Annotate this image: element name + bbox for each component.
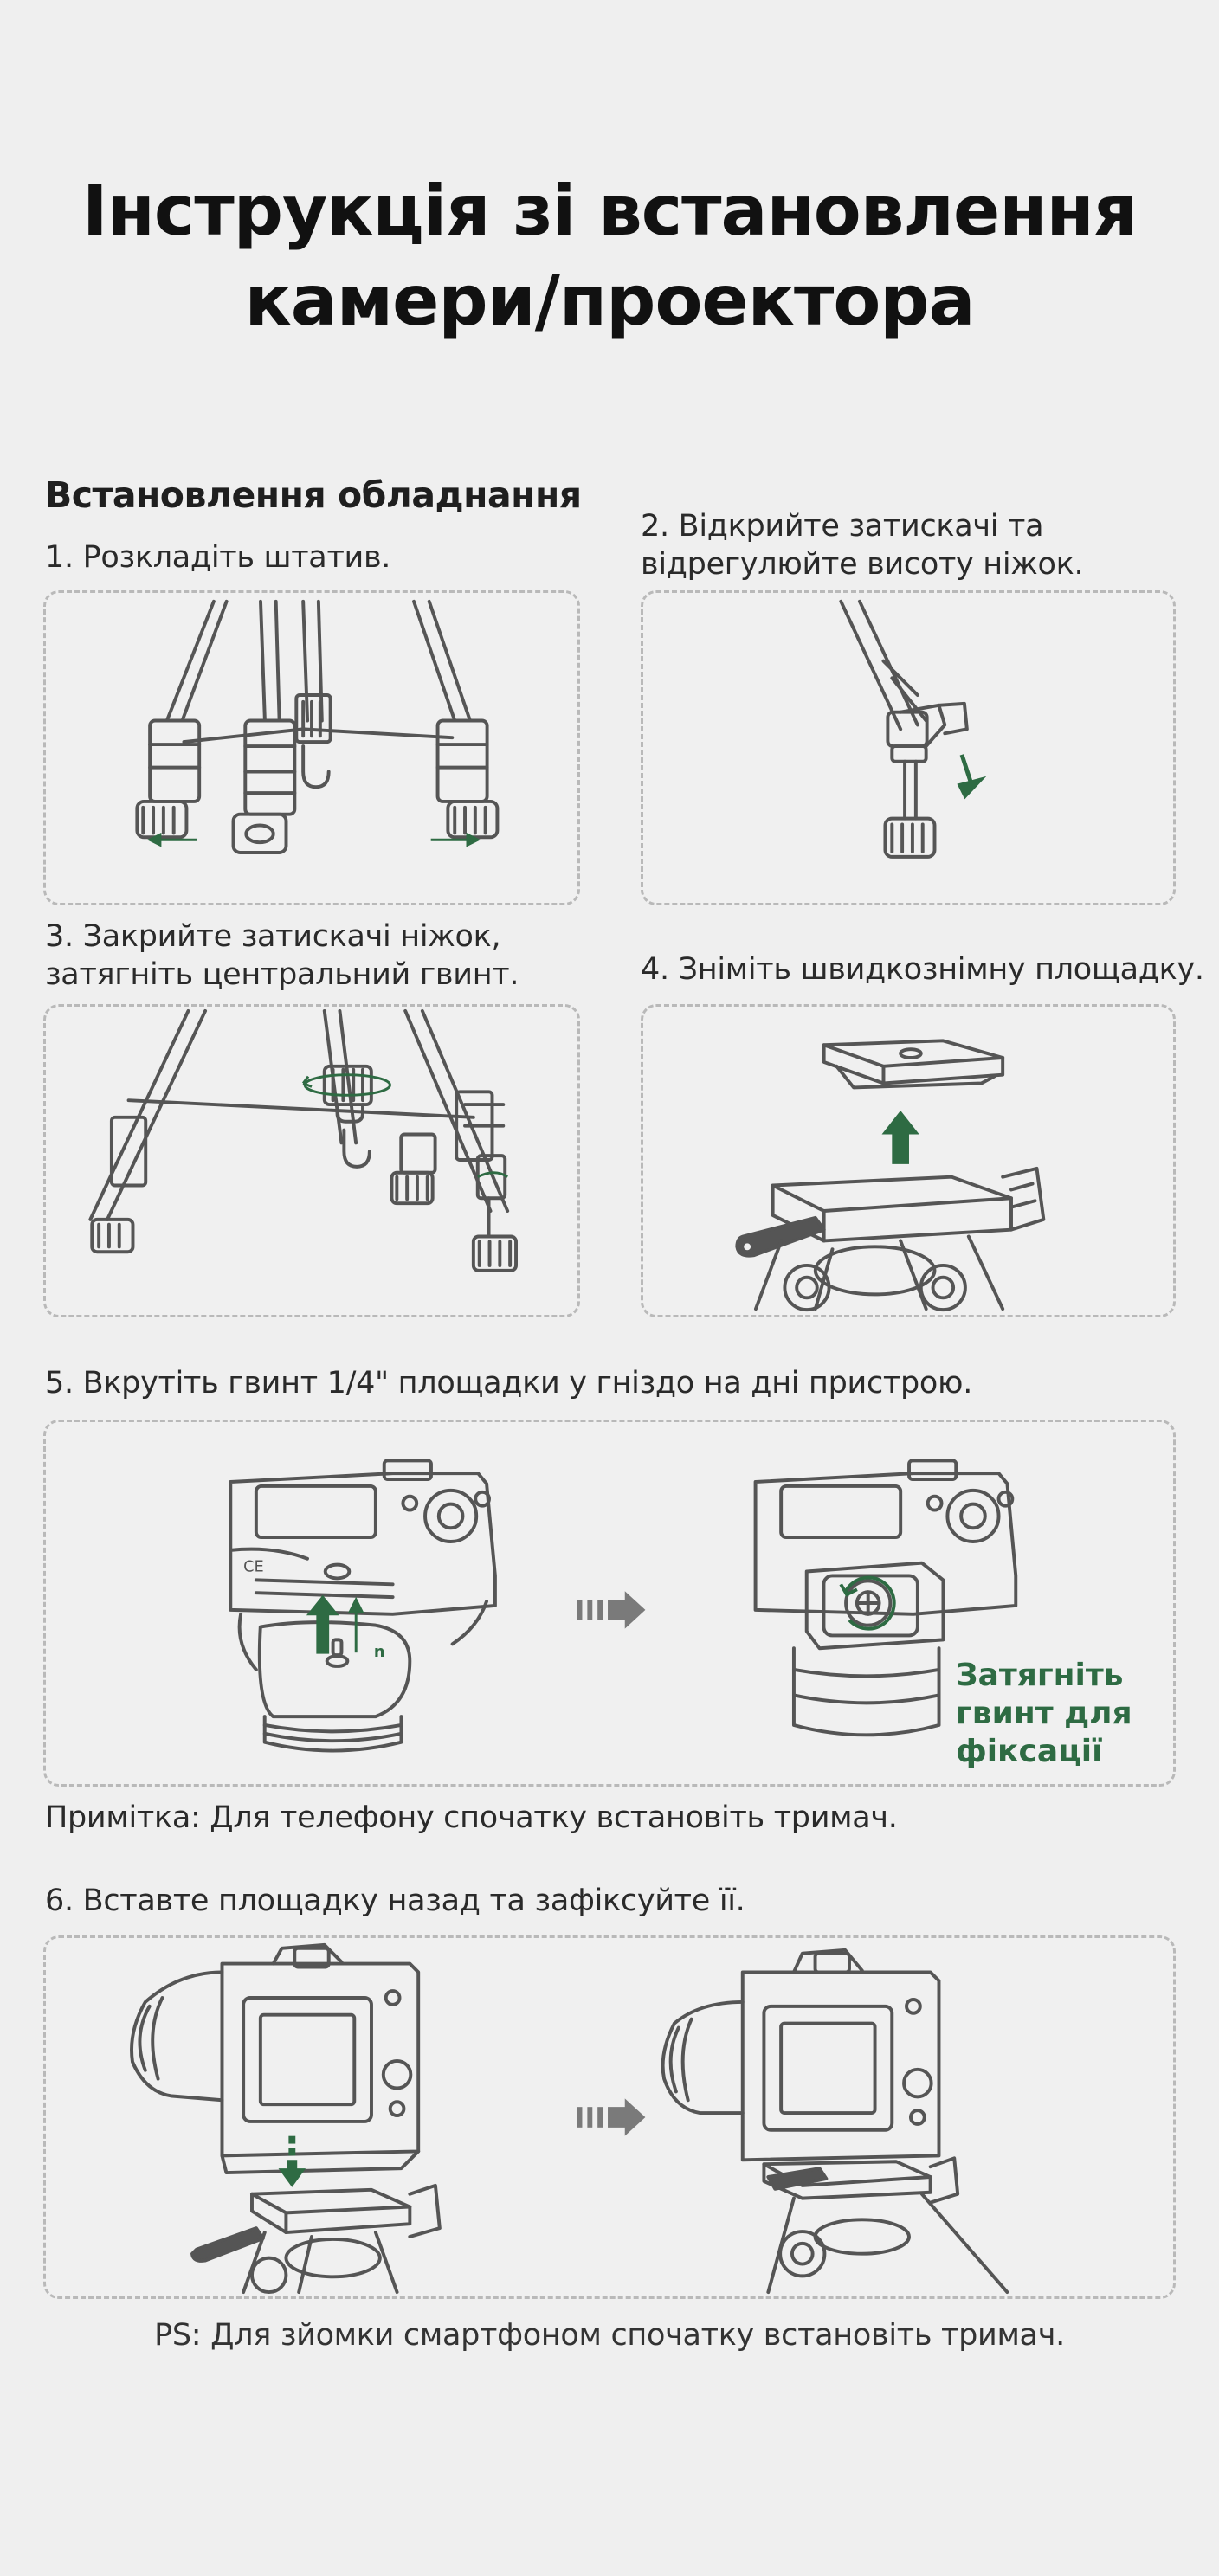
center-screw-icon	[88, 1008, 518, 1272]
svg-text:CE: CE	[243, 1559, 264, 1576]
leg-clamp-icon	[839, 599, 987, 859]
step-3-text-line-2: затягніть центральний гвинт.	[45, 957, 519, 992]
tripod-legs-icon	[135, 599, 500, 854]
step-1-text: Розкладіть штатив.	[82, 540, 391, 575]
step-5-text: Вкрутіть гвинт 1/4" площадки у гніздо на…	[82, 1366, 973, 1401]
step-3-number: 3.	[45, 919, 74, 954]
step-2-illustration	[641, 590, 1176, 905]
step-6-text: Вставте площадку назад та зафіксуйте її.	[82, 1884, 745, 1918]
tighten-screw-callout: Затягніть гвинт для фіксації	[956, 1657, 1132, 1771]
step-2-label: 2. Відкрийте затискачі та відрегулюйте в…	[641, 507, 1084, 583]
quick-release-plate-icon	[735, 1039, 1046, 1312]
callout-line-1: Затягніть	[956, 1658, 1124, 1693]
step-1-label: 1. Розкладіть штатив.	[45, 538, 390, 576]
step-2-text-line-2: відрегулюйте висоту ніжок.	[641, 547, 1084, 582]
step-2-text-line-1: Відкрийте затискачі та	[678, 509, 1044, 544]
arrow-right-icon	[577, 1591, 646, 1629]
callout-line-3: фіксації	[956, 1734, 1103, 1769]
title-line-1: Інструкція зі встановлення	[81, 171, 1138, 251]
step-6-label: 6. Вставте площадку назад та зафіксуйте …	[45, 1882, 745, 1920]
camera-bottom-icon: CE	[229, 1459, 1018, 1753]
step-6-number: 6.	[45, 1884, 74, 1918]
camera-back-icon	[130, 1942, 1009, 2295]
callout-line-2: гвинт для	[956, 1696, 1132, 1731]
step-2-number: 2.	[641, 509, 669, 544]
svg-text:n: n	[374, 1644, 385, 1661]
step-5-number: 5.	[45, 1366, 74, 1401]
step-3-label: 3. Закрийте затискачі ніжок, затягніть ц…	[45, 918, 519, 994]
phone-note: Примітка: Для телефону спочатку встанові…	[45, 1800, 898, 1835]
section-heading: Встановлення обладнання	[45, 474, 582, 516]
step-1-illustration	[43, 590, 580, 905]
step-4-text: Зніміть швидкознімну площадку.	[678, 952, 1204, 987]
step-3-illustration	[43, 1004, 580, 1317]
step-5-label: 5. Вкрутіть гвинт 1/4" площадки у гніздо…	[45, 1364, 972, 1402]
title-line-2: камери/проектора	[244, 261, 975, 341]
arrow-down-icon	[278, 2135, 306, 2187]
step-5-illustration: CE	[43, 1420, 1176, 1787]
step-4-illustration	[641, 1004, 1176, 1317]
step-4-number: 4.	[641, 952, 669, 987]
step-4-label: 4. Зніміть швидкознімну площадку.	[641, 950, 1204, 989]
step-3-text-line-1: Закрийте затискачі ніжок,	[82, 919, 501, 954]
ps-note: PS: Для зйомки смартфоном спочатку встан…	[154, 2318, 1065, 2353]
step-6-illustration	[43, 1935, 1176, 2299]
page-title: Інструкція зі встановлення камери/проект…	[0, 166, 1219, 346]
arrow-right-icon	[577, 2098, 646, 2136]
step-1-number: 1.	[45, 540, 74, 575]
